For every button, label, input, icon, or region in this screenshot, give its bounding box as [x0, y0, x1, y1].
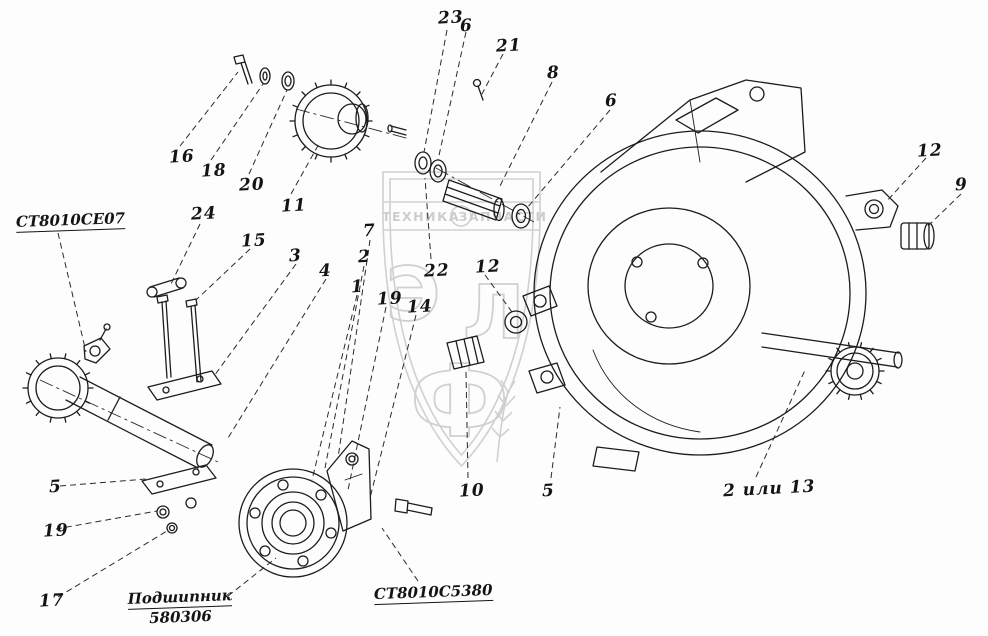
pin-and-washers	[387, 78, 484, 183]
plates-and-hardware	[141, 370, 222, 534]
bolt-and-washers	[233, 54, 295, 91]
output-shaft-sprocket	[761, 332, 903, 400]
bracket-and-bolt	[326, 440, 433, 532]
drive-sprocket	[289, 79, 373, 163]
watermark-letter-f: Ф	[410, 343, 509, 460]
flywheel-housing	[522, 79, 899, 472]
wheat-icon	[491, 379, 516, 463]
left-shaft-assembly	[22, 323, 214, 469]
leader-lines	[55, 29, 962, 598]
watermark-letter-e: Э	[386, 252, 440, 338]
knurled-cylinder-part	[446, 335, 485, 370]
link-and-studs	[146, 277, 202, 383]
gear-icon	[450, 205, 472, 227]
watermark-band-left: ТЕХНИКА	[382, 209, 460, 224]
bearing-assembly	[238, 468, 348, 578]
splined-shaft	[442, 179, 531, 229]
bushing-part	[900, 222, 935, 250]
nut-part	[504, 310, 528, 334]
watermark-logo: ТЕХНИКА ЗАПЧАСТИ Э Л Ф	[382, 171, 546, 468]
